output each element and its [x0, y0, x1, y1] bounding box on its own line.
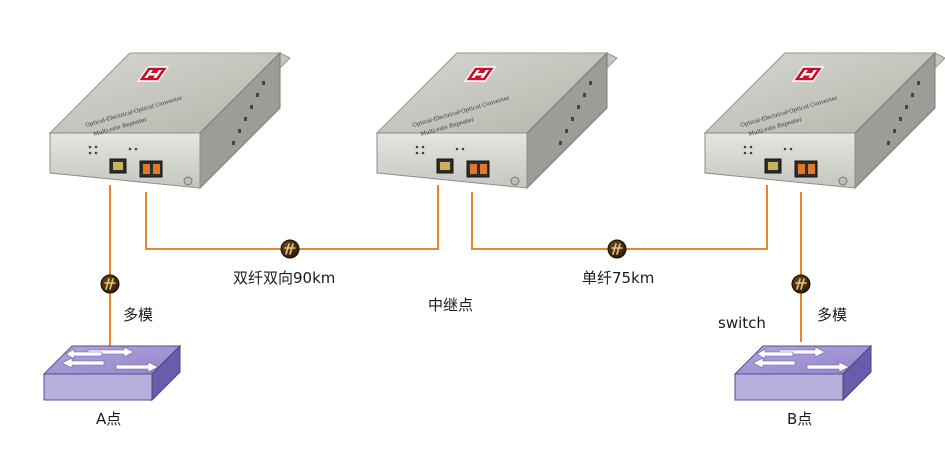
fiber-connector-icon [791, 274, 811, 294]
fiber-connector-icon [100, 274, 120, 294]
switch-label: switch [718, 314, 766, 332]
fiber-connector-icon [607, 239, 627, 259]
network-switch-icon [734, 345, 872, 401]
mode-label-left: 多模 [123, 306, 154, 324]
fiber-left-dual-90km [145, 185, 439, 250]
fiber-links [109, 185, 802, 348]
link-label-right: 单纤75km [582, 269, 655, 287]
relay-point-label: 中继点 [428, 296, 474, 314]
point-a-label: A点 [96, 410, 122, 428]
point-b-label: B点 [787, 410, 813, 428]
link-label-left: 双纤双向90km [233, 269, 336, 287]
fiber-right-single-75km [471, 185, 768, 250]
network-switch-icon [43, 345, 181, 401]
fiber-connector-icon [280, 239, 300, 259]
converter-right [704, 52, 945, 189]
converter-middle [376, 52, 618, 189]
converter-left [49, 52, 291, 189]
mode-label-right: 多模 [817, 306, 848, 324]
